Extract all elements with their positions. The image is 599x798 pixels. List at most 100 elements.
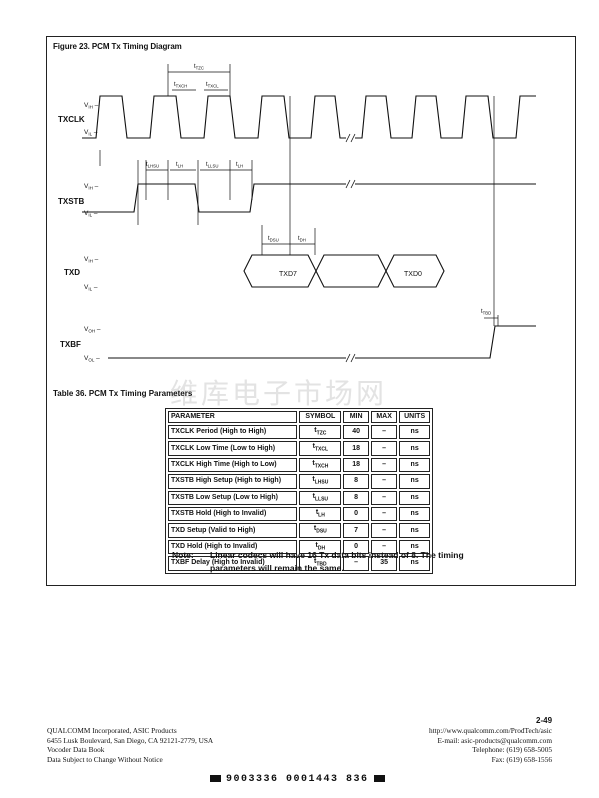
cell-min: 7 [343, 523, 369, 538]
header-min: MIN [343, 411, 369, 423]
footer-address: 6455 Lusk Boulevard, San Diego, CA 92121… [47, 735, 214, 745]
cell-symbol: tDSU [299, 523, 342, 538]
cell-max: – [370, 539, 398, 555]
symbol-letter: t [312, 476, 315, 484]
barcode-text: 9003336 0001443 836 [226, 774, 369, 785]
cell-parameter: TXCLK High Time (High to Low) [168, 457, 298, 473]
cell-symbol: tTZC [299, 425, 342, 440]
txbf-vol-label: VOL – [84, 355, 100, 363]
footer-book: Vocoder Data Book [47, 745, 105, 754]
cell-parameter: TXCLK Period (High to High) [168, 425, 298, 440]
txd-vih-label: VIH – [84, 256, 99, 264]
symbol-subscript: TBD [316, 561, 327, 568]
footer-left: QUALCOMM Incorporated, ASIC Products 645… [47, 726, 213, 764]
label-tzc: tTZC [194, 64, 204, 71]
cell-units: ns [399, 441, 430, 456]
symbol-subscript: DSU [316, 528, 327, 535]
label-tllsu: tLLSU [206, 162, 218, 169]
symbol-letter: t [312, 443, 315, 451]
label-tzxcl: tTXCL [206, 82, 219, 89]
label-tlhsu: tLHSU [146, 162, 159, 169]
symbol-subscript: TZC [316, 430, 327, 437]
txclk-waveform [82, 95, 346, 139]
barcode-block-right [373, 774, 385, 782]
signal-label-txclk: TXCLK [58, 115, 85, 124]
footer-url: http://www.qualcomm.com/ProdTech/asic [428, 726, 552, 735]
txstb-vih-label: VIH – [84, 183, 99, 191]
cell-min: 8 [343, 474, 369, 489]
footer-right: http://www.qualcomm.com/ProdTech/asic E-… [429, 726, 552, 764]
cell-symbol: tTXCL [299, 441, 342, 456]
symbol-subscript: LHSU [314, 479, 329, 486]
symbol-subscript: TXCL [314, 446, 329, 453]
footer-telephone: Telephone: (619) 658-5005 [472, 745, 552, 754]
note-line-2: parameters will remain the same. [210, 563, 344, 573]
cell-min: 0 [343, 539, 369, 555]
symbol-subscript: DH [317, 545, 326, 552]
cell-max: – [370, 425, 398, 440]
cell-min: 0 [343, 506, 369, 522]
txclk-vih-label: VIH – [84, 102, 99, 110]
cell-units: ns [399, 539, 430, 555]
cell-symbol: tLH [299, 506, 342, 522]
signal-label-txbf: TXBF [60, 340, 81, 349]
txd7-label: TXD7 [279, 271, 297, 278]
cell-parameter: TXBF Delay (High to Invalid) [168, 556, 298, 571]
symbol-letter: t [314, 427, 317, 434]
footer-email: E-mail: asic-products@qualcomm.com [437, 735, 552, 745]
label-tdsu: tDSU [268, 236, 279, 243]
cell-units: ns [399, 490, 430, 505]
cell-max: – [370, 523, 398, 538]
table-note: Note: Linear codecs will have 16 Tx data … [172, 549, 472, 575]
cell-units: ns [399, 425, 430, 440]
cell-max: – [370, 474, 398, 489]
txd-vil-label: VIL – [84, 284, 98, 292]
cell-min: 18 [343, 441, 369, 456]
header-parameter: PARAMETER [168, 411, 298, 423]
cell-parameter: TXD Setup (Valid to High) [168, 523, 298, 538]
header-symbol: SYMBOL [299, 411, 342, 423]
label-tlh-1: tLH [176, 162, 183, 169]
table-caption: Table 36. PCM Tx Timing Parameters [53, 389, 193, 398]
note-line-1: Linear codecs will have 16 Tx data bits … [210, 550, 464, 560]
figure-title: Figure 23. PCM Tx Timing Diagram [53, 42, 182, 51]
cell-symbol: tTXCH [299, 457, 342, 473]
cell-max: – [370, 457, 398, 473]
symbol-letter: t [312, 459, 315, 467]
label-tlh-2: tLH [236, 162, 243, 169]
cell-parameter: TXSTB Low Setup (Low to High) [168, 490, 298, 505]
txbf-voh-label: VOH – [84, 326, 101, 334]
cell-units: ns [399, 457, 430, 473]
symbol-letter: t [312, 492, 315, 500]
watermark: 维库电子市场网 [170, 377, 388, 410]
symbol-subscript: TXCH [314, 463, 329, 470]
header-max: MAX [370, 411, 398, 423]
txclk-vil-label: VIL – [84, 129, 98, 137]
note-label: Note: [172, 550, 194, 560]
cell-max: 35 [370, 556, 398, 571]
txstb-vil-label: VIL – [84, 210, 98, 218]
barcode-block-left [210, 774, 221, 782]
table-header-row: PARAMETER SYMBOL MIN MAX UNITS [168, 411, 430, 423]
page-number: 2-49 [536, 716, 553, 725]
footer-fax: Fax: (619) 658-1556 [491, 754, 552, 764]
header-units: UNITS [399, 411, 430, 423]
cell-max: – [370, 490, 398, 505]
cell-min: 8 [343, 490, 369, 505]
cell-min: – [343, 556, 369, 571]
figure-frame [46, 36, 576, 586]
signal-label-txd: TXD [64, 268, 80, 277]
txstb-waveform [82, 183, 346, 213]
txd0-bit [385, 254, 445, 288]
barcode-line: 9003336 0001443 836 [205, 774, 390, 785]
txclk-waveform-cont [355, 95, 536, 139]
symbol-subscript: LH [318, 512, 325, 519]
symbol-subscript: LLSU [314, 495, 329, 502]
